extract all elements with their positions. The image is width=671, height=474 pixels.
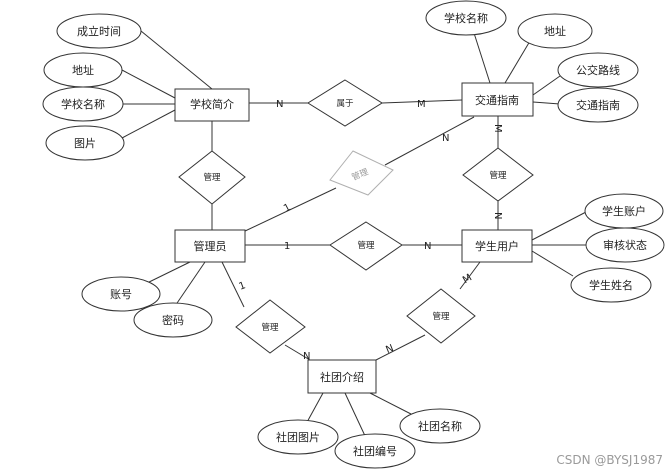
attribute-bus-route: 公交路线 [557, 52, 639, 88]
cardinality-student-club: M [461, 272, 474, 286]
cardinality-traffic-belongs: M [417, 99, 426, 110]
cardinality-admin-student: 1 [284, 241, 290, 252]
cardinality-admin-cross: 1 [282, 202, 293, 215]
cardinality-traffic-cross: N [442, 133, 449, 144]
attribute-label: 学生姓名 [589, 278, 633, 292]
attribute-label: 学生账户 [602, 204, 646, 218]
attribute-label: 学校名称 [61, 97, 105, 111]
attribute-label: 密码 [162, 313, 184, 327]
entity-label: 学校简介 [190, 97, 234, 111]
entity-label: 社团介绍 [320, 370, 364, 384]
entity-label: 学生用户 [475, 239, 519, 253]
attribute-label: 成立时间 [77, 24, 121, 38]
attribute-student-name: 学生姓名 [570, 267, 652, 303]
attribute-label: 账号 [110, 288, 132, 301]
attribute-label: 审核状态 [603, 238, 647, 252]
relationship-label: 管理 [489, 170, 507, 181]
attribute-label: 社团图片 [276, 430, 320, 444]
relationship-manage-student: 管理 [329, 221, 403, 271]
attribute-club-number: 社团编号 [334, 433, 416, 469]
attribute-label: 学校名称 [444, 11, 488, 25]
relationship-student-club: 管理 [406, 288, 476, 344]
attribute-founded-time: 成立时间 [56, 13, 142, 49]
attribute-label: 图片 [74, 137, 96, 150]
relationship-manage-club: 管理 [235, 299, 306, 354]
attribute-label: 公交路线 [576, 63, 620, 77]
relationship-label: 属于 [336, 99, 354, 109]
relationship-label: 管理 [357, 240, 375, 251]
attribute-club-image: 社团图片 [257, 419, 339, 455]
attribute-label: 地址 [72, 63, 94, 77]
attribute-label: 交通指南 [576, 98, 620, 112]
cardinality-labels: N M N M N 1 1 N 1 N N M [237, 99, 503, 362]
entity-student-user: 学生用户 [461, 229, 533, 263]
cardinality-student-admin: N [424, 241, 431, 252]
cardinality-club-student: N [384, 343, 395, 356]
attribute-club-name: 社团名称 [399, 408, 481, 444]
attribute-label: 社团名称 [418, 419, 462, 433]
entity-label: 交通指南 [475, 93, 519, 107]
attribute-traffic-guide: 交通指南 [557, 87, 639, 123]
attribute-student-account: 学生账户 [584, 193, 664, 229]
attribute-password: 密码 [133, 302, 213, 338]
relationship-label: 管理 [203, 172, 221, 183]
cardinality-traffic-manage: M [492, 124, 503, 133]
attribute-image: 图片 [45, 125, 125, 161]
entity-school-intro: 学校简介 [174, 88, 250, 122]
attribute-address-traffic: 地址 [517, 13, 593, 49]
relationship-belongs: 属于 [307, 79, 383, 127]
relationship-manage-school: 管理 [178, 150, 246, 205]
cardinality-club-admin: N [303, 351, 310, 362]
entity-traffic-guide: 交通指南 [461, 82, 534, 117]
watermark-text: CSDN @BYSJ1987 [556, 453, 663, 467]
entity-club-intro: 社团介绍 [307, 359, 377, 394]
cardinality-school-belongs: N [276, 99, 283, 110]
cardinality-student-manage-top: N [492, 212, 503, 219]
attribute-address-school: 地址 [43, 52, 123, 88]
relationship-manage-cross-faded: 管理 [329, 150, 394, 196]
relationship-label: 管理 [261, 322, 279, 333]
relationship-manage-traffic: 管理 [462, 147, 534, 202]
attribute-school-name-1: 学校名称 [42, 86, 124, 122]
attribute-school-name-2: 学校名称 [425, 0, 507, 36]
attribute-label: 地址 [544, 24, 566, 38]
entity-label: 管理员 [194, 239, 227, 253]
entity-admin: 管理员 [174, 229, 246, 263]
attribute-label: 社团编号 [353, 444, 397, 458]
attribute-review-status: 审核状态 [585, 227, 665, 263]
connector-lines [121, 30, 587, 439]
attribute-account: 账号 [81, 276, 161, 312]
cardinality-admin-club: 1 [237, 280, 247, 293]
relationship-label: 管理 [432, 311, 450, 322]
